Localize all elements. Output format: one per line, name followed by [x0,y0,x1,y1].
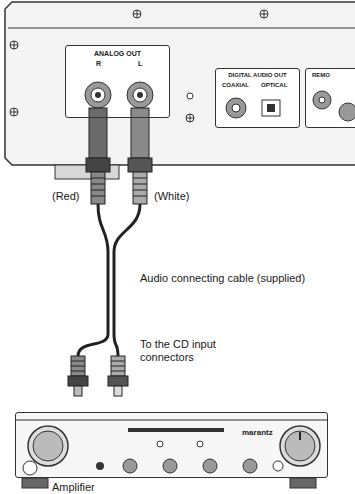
amplifier-foot [290,478,316,488]
optical-jack [262,100,280,116]
large-knob-cap [33,431,63,461]
panel-heading: ANALOG OUT [66,50,169,58]
connector-label: COAXIAL [222,82,249,89]
cable-wire [98,204,108,334]
plug-boot [91,172,105,204]
channel-label: R [96,60,101,68]
wire-color-label: (Red) [50,190,82,203]
amplifier-front [15,412,328,478]
power-button [23,461,37,475]
wire-color-label: (White) [152,190,191,203]
plug-body [89,108,107,158]
analog-jacks [85,82,153,108]
amplifier [15,412,328,488]
cable-wire [78,334,108,356]
plug-collar [86,158,110,172]
display-slot [128,428,224,432]
plug-collar [68,376,88,386]
channel-label: L [138,60,142,68]
rca-jack [85,82,111,108]
digital-panel-ground [215,68,300,128]
digital-out-panel: DIGITAL AUDIO OUT COAXIAL OPTICAL [215,68,300,128]
large-knob-cap [285,431,315,461]
remote-panel: REMO [305,68,355,128]
rca-jack-ring [133,88,147,102]
amplifier-body: marantzAmplifier [15,412,328,478]
headphone-jack [96,462,104,470]
small-knob [243,459,257,473]
plug-collar [128,158,152,172]
amplifier-foot [22,478,48,488]
screw [187,93,193,99]
optical-port [267,104,275,112]
lower-plugs [68,356,128,396]
small-knob [163,459,177,473]
plug-body [131,108,149,158]
plug-tip [74,386,82,396]
screw-cross [10,10,268,122]
indicator-led [197,441,203,447]
analog-out-panel: ANALOG OUT R L [65,45,170,118]
plug-tip [114,386,122,396]
plug-ridges [71,361,125,371]
amplifier-bevel [15,420,328,421]
large-knob [28,426,68,466]
coaxial-jack-ring [232,104,240,112]
remote-jack-ring [319,97,325,103]
rca-jack-pin [137,92,143,98]
connector-note: To the CD input connectors [138,338,252,364]
rca-jack [127,82,153,108]
cd-player [5,2,355,179]
remote-jack [339,103,355,121]
coaxial-jack [226,98,246,118]
small-button [273,461,283,471]
cable-wire [114,204,140,334]
upper-plugs [86,108,152,204]
connector-label: OPTICAL [261,82,287,89]
cable-wire [114,334,118,356]
plug-ridges [91,178,147,196]
panel-heading: REMO [312,72,330,79]
brand-logo: marantz [242,429,273,438]
cd-housing [5,2,355,165]
screws [10,10,268,122]
remote-jack [313,91,331,109]
plug-collar [108,376,128,386]
indicator-led [157,441,163,447]
cable-label: Audio connecting cable (supplied) [138,272,307,285]
housing-edge [8,28,355,29]
small-knob [123,459,137,473]
large-knob [280,426,320,466]
knob-indicator [299,432,301,440]
analog-panel-ground [65,45,170,118]
rca-jack-pin [95,92,101,98]
panel-heading: DIGITAL AUDIO OUT [216,72,299,79]
cable-wires [78,204,140,356]
rca-jack-ring [91,88,105,102]
part-name: Amplifier [50,481,97,493]
remote-panel-ground [305,68,355,128]
digital-jacks [226,91,355,121]
small-knob [203,459,217,473]
plug-boot [133,172,147,204]
